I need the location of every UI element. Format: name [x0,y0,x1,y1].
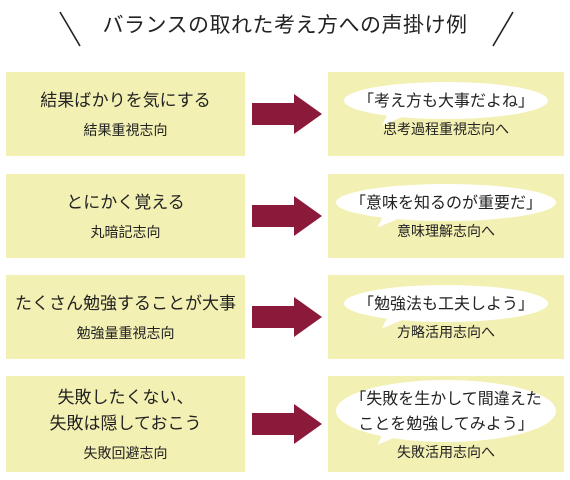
encouragement-quote: 「失敗を生かして間違えた ことを勉強してみよう」 [350,388,542,433]
suggested-mindset-box-3: 「勉強法も工夫しよう」 方略活用志向へ [328,275,564,359]
speech-bubble: 「失敗を生かして間違えた ことを勉強してみよう」 [336,379,557,445]
current-mindset-box-1: 結果ばかりを気にする 結果重視志向 [6,72,245,156]
speech-bubble: 「意味を知るのが重要だ」 [335,184,556,228]
target-mindset-label: 方略活用志向へ [397,325,495,341]
right-arrow-icon [252,404,322,444]
target-mindset-label: 思考過程重視志向へ [383,122,509,138]
encouragement-quote: 「勉強法も工夫しよう」 [357,294,534,313]
current-mindset-label: 勉強量重視志向 [76,325,175,342]
suggested-mindset-box-1: 「考え方も大事だよね」 思考過程重視志向へ [328,72,564,156]
speech-bubble-body [343,285,548,322]
current-mindset-text: たくさん勉強することが大事 [15,293,236,314]
current-mindset-text: 結果ばかりを気にする [40,90,211,111]
suggested-mindset-box-2: 「意味を知るのが重要だ」 意味理解志向へ [328,174,564,258]
speech-bubble: 「考え方も大事だよね」 [343,82,548,126]
right-arrow-icon [252,94,322,134]
encouragement-quote: 「考え方も大事だよね」 [357,91,534,110]
suggested-mindset-box-4: 「失敗を生かして間違えた ことを勉強してみよう」 失敗活用志向へ [328,376,564,472]
page-title: バランスの取れた考え方への声掛け例 [102,13,468,37]
target-mindset-label: 意味理解志向へ [397,224,495,240]
current-mindset-box-3: たくさん勉強することが大事 勉強量重視志向 [6,275,245,359]
current-mindset-box-4: 失敗したくない、 失敗は隠しておこう 失敗回避志向 [6,376,245,472]
target-mindset-label: 失敗活用志向へ [397,444,495,461]
current-mindset-label: 失敗回避志向 [83,445,168,462]
right-arrow-icon [252,196,322,236]
speech-bubble-body [336,379,557,442]
current-mindset-text: とにかく覚える [66,192,185,213]
encouragement-quote: 「意味を知るのが重要だ」 [349,193,542,212]
speech-bubble-body [343,82,548,119]
title-slash-decoration [59,11,514,47]
current-mindset-label: 結果重視志向 [83,122,168,139]
current-mindset-label: 丸暗記志向 [90,224,161,241]
current-mindset-text: 失敗したくない、 失敗は隠しておこう [49,387,202,434]
speech-bubble-body [335,184,556,221]
current-mindset-box-2: とにかく覚える 丸暗記志向 [6,174,245,258]
right-arrow-icon [252,297,322,337]
title-area: バランスの取れた考え方への声掛け例 [0,0,570,56]
speech-bubble: 「勉強法も工夫しよう」 [343,285,548,329]
